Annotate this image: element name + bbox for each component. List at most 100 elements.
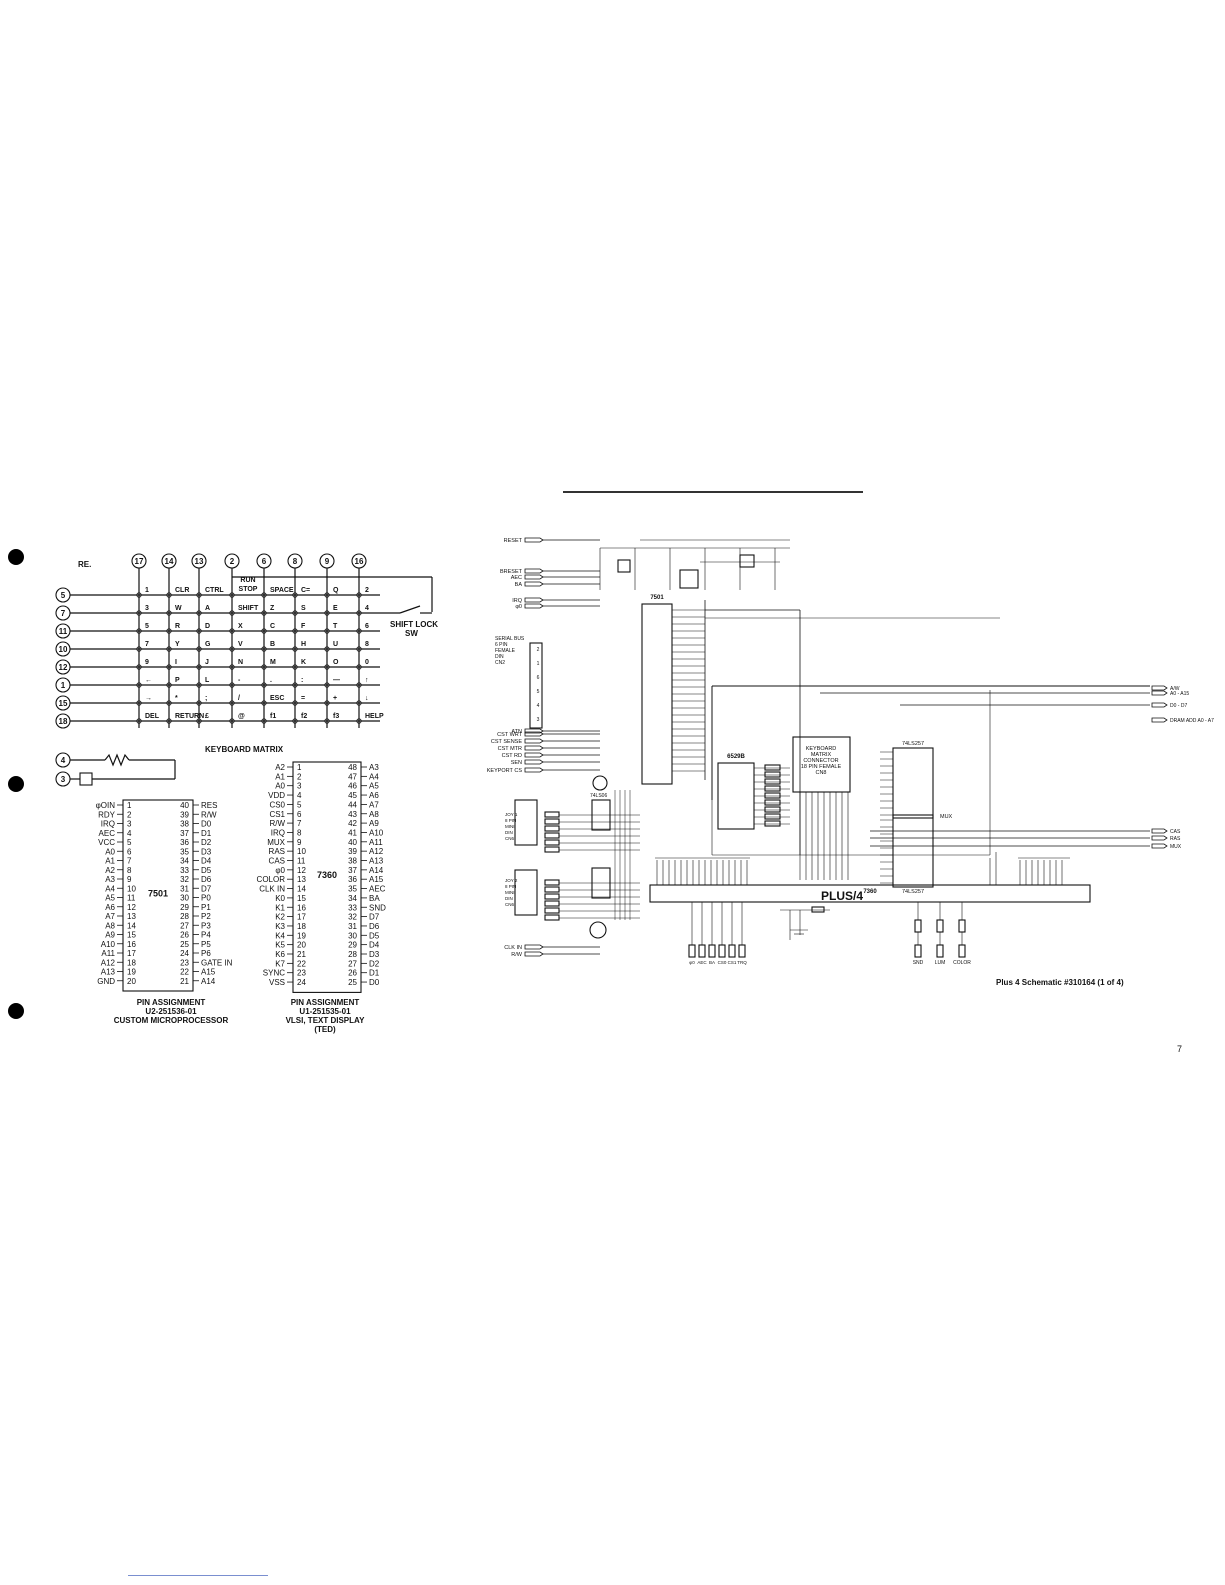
resistor — [544, 811, 560, 818]
binder-hole — [8, 776, 24, 792]
key-contact — [292, 718, 298, 724]
pin-name: CAS — [269, 857, 285, 866]
pin-name: GATE IN — [201, 958, 233, 967]
serial-bus-label: FEMALE — [495, 648, 516, 654]
key-label: R — [175, 623, 180, 630]
binder-hole — [8, 1003, 24, 1019]
row-pin-number: 15 — [59, 699, 68, 708]
key-label: f3 — [333, 713, 339, 720]
key-label: / — [238, 695, 240, 702]
key-contact — [324, 628, 330, 634]
signal-label: A/W — [1170, 686, 1180, 692]
key-label: f1 — [270, 713, 276, 720]
key-contact — [292, 610, 298, 616]
key-contact — [324, 610, 330, 616]
key-label: B — [270, 641, 275, 648]
key-label: ; — [205, 695, 207, 702]
pin-number: 6 — [537, 675, 540, 681]
resistor-pack — [764, 764, 781, 771]
pin-number: 7 — [127, 857, 132, 866]
pin-number: 14 — [127, 921, 136, 930]
pin-name: P4 — [201, 931, 211, 940]
key-contact — [196, 628, 202, 634]
pin-number: 6 — [127, 847, 132, 856]
key-contact — [292, 664, 298, 670]
pin-number: 25 — [180, 940, 189, 949]
resistor-pack — [764, 771, 781, 778]
signal-label: CLK IN — [504, 945, 522, 951]
pin-name: CS1 — [269, 810, 285, 819]
bottom-signal-label: φ0 — [689, 960, 695, 965]
pin-number: 32 — [348, 913, 357, 922]
ls257-label: 74LS257 — [902, 889, 924, 895]
key-label: DEL — [145, 713, 160, 720]
signal-connector — [524, 574, 544, 580]
pin-name: K7 — [275, 959, 285, 968]
mux-label: MUX — [940, 814, 953, 820]
pin-name: A4 — [105, 884, 115, 893]
signal-connector — [524, 738, 544, 744]
bottom-terminal — [708, 944, 716, 958]
pin-name: D7 — [201, 884, 212, 893]
pin-number: 19 — [127, 968, 136, 977]
signal-connector — [524, 944, 544, 950]
pin-name: AEC — [99, 829, 116, 838]
ls06-gate — [591, 867, 611, 899]
resistor — [544, 832, 560, 839]
signal-connector — [1151, 828, 1168, 834]
u1-7360-block — [649, 884, 1091, 903]
key-contact — [324, 664, 330, 670]
serial-bus-label: 6 PIN — [495, 642, 508, 648]
pin-number: 1 — [297, 763, 302, 772]
output-terminal — [914, 944, 922, 958]
pin-name: AEC — [369, 885, 386, 894]
keyboard-connector-label: CN8 — [815, 770, 826, 776]
pin-name: A1 — [105, 857, 115, 866]
pin-name: K5 — [275, 941, 285, 950]
pin-name: COLOR — [257, 875, 286, 884]
u2-7501-block — [641, 603, 673, 785]
key-contact — [261, 718, 267, 724]
key-contact — [356, 592, 362, 598]
column-pin-number: 8 — [293, 557, 298, 566]
pin-number: 33 — [180, 866, 189, 875]
pin-number: 16 — [127, 940, 136, 949]
bottom-terminal — [698, 944, 706, 958]
key-label: I — [175, 659, 177, 666]
key-label: Z — [270, 605, 275, 612]
pin-number: 6 — [297, 810, 302, 819]
signal-label: CAS — [1170, 829, 1181, 835]
pin-name: A13 — [369, 857, 384, 866]
pin-name: A15 — [369, 875, 384, 884]
ls06-label: 74LS06 — [590, 793, 607, 799]
key-contact — [166, 646, 172, 652]
pin-name: D3 — [369, 950, 380, 959]
signal-connector — [524, 537, 544, 543]
key-label: E — [333, 605, 338, 612]
pin-name: φ0 — [275, 866, 285, 875]
pin-name: D6 — [201, 875, 212, 884]
key-contact — [324, 718, 330, 724]
pin-number: 39 — [348, 847, 357, 856]
key-label: H — [301, 641, 306, 648]
caption-line: (TED) — [314, 1025, 336, 1034]
signal-label: SEN — [511, 760, 522, 766]
pin-name: K6 — [275, 950, 285, 959]
ls257-bottom — [892, 814, 934, 888]
pin-name: K2 — [275, 913, 285, 922]
output-resistor — [914, 919, 922, 933]
signal-label: DRAM ADD A0 - A7 — [1170, 718, 1214, 724]
pin-name: IRQ — [271, 828, 285, 837]
resistor — [544, 818, 560, 825]
output-resistor — [958, 919, 966, 933]
key-label: C= — [301, 587, 310, 594]
key-contact — [292, 700, 298, 706]
key-contact — [166, 700, 172, 706]
pin-number: 27 — [180, 921, 189, 930]
pin-number: 21 — [180, 977, 189, 986]
pin-number: 26 — [348, 969, 357, 978]
shift-lock-switch — [399, 605, 421, 614]
key-label: → — [145, 695, 152, 702]
key-contact — [136, 664, 142, 670]
pin-name: A3 — [369, 763, 379, 772]
